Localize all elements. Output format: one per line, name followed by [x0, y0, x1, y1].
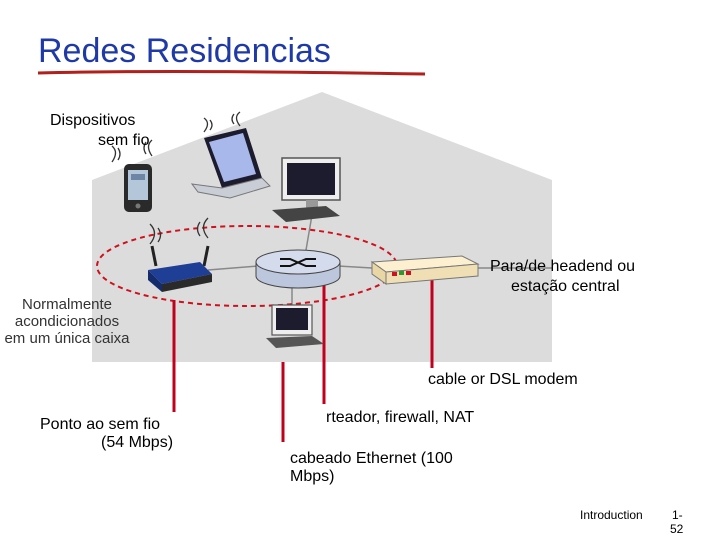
wireless-devices-label-line2: sem fio: [98, 132, 150, 149]
laptop-icon: [190, 128, 271, 199]
cable-wifi-to-router: [207, 265, 259, 271]
cable-router-to-modem: [337, 265, 373, 269]
desktop-icon: [272, 157, 341, 222]
combined-label-line2: acondicionados: [14, 313, 120, 330]
wireless-router-icon: [148, 245, 212, 292]
access-point-label-line1: Ponto ao sem fio: [40, 416, 161, 433]
wireless-waves-icon: [111, 139, 153, 163]
laptop-icon: [266, 304, 324, 348]
footer-page-number-line2: 52: [670, 522, 684, 536]
cable-desktop-to-router: [305, 214, 313, 251]
slide-title: Redes Residencias: [38, 32, 331, 70]
access-point-label-line2: (54 Mbps): [101, 434, 174, 451]
ethernet-label-line1: cabeado Ethernet (100: [290, 450, 453, 467]
footer-section-label: Introduction: [580, 508, 643, 522]
wireless-devices-label-line1: Dispositivos: [50, 112, 136, 129]
modem-icon: [370, 255, 480, 285]
ethernet-label-line2: Mbps): [290, 468, 335, 485]
modem-label: cable or DSL modem: [428, 371, 578, 388]
house-shape: [92, 92, 552, 362]
headend-label-line2: estação central: [511, 278, 620, 295]
headend-label-line1: Para/de headend ou: [490, 258, 636, 275]
footer-page-number-line1: 1-: [672, 508, 683, 522]
title-underline: [37, 69, 426, 76]
router-label: rteador, firewall, NAT: [326, 409, 475, 426]
router-icon: [255, 249, 341, 289]
wireless-waves-icon: [149, 217, 209, 245]
phone-icon: [124, 164, 152, 212]
combined-label-line3: em um única caixa: [4, 330, 130, 347]
wireless-waves-icon: [203, 111, 241, 133]
combined-label-line1: Normalmente: [21, 296, 113, 313]
